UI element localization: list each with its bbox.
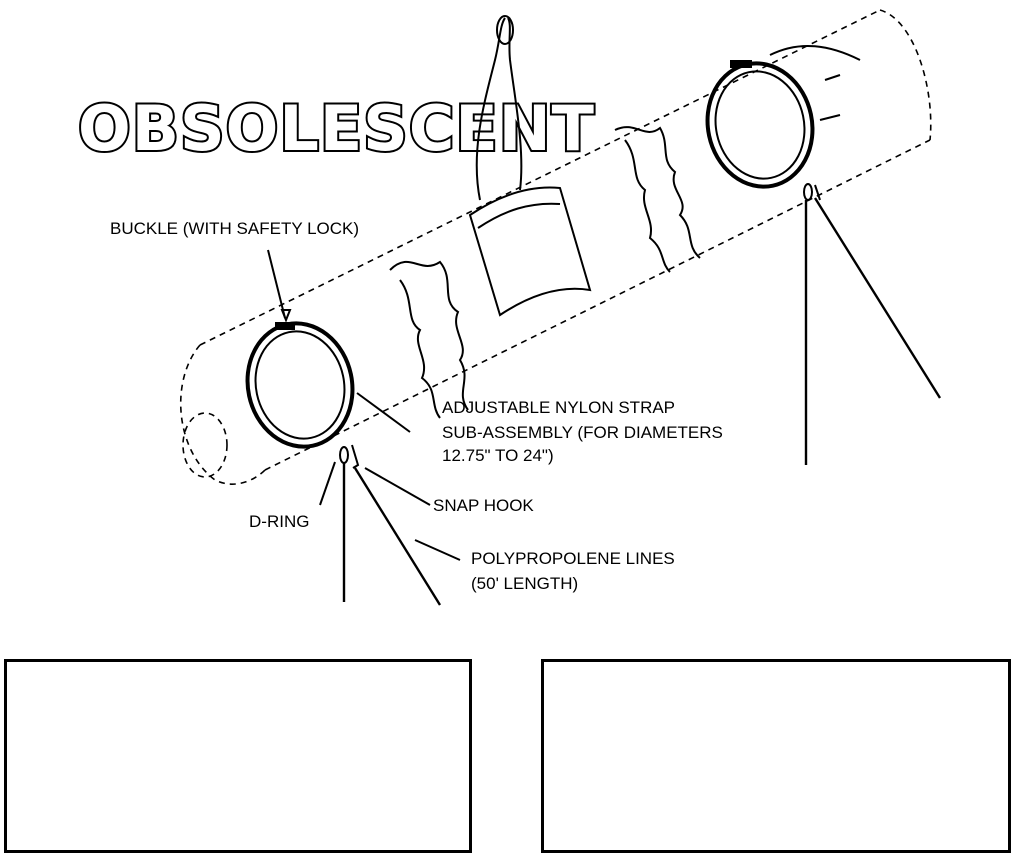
right-strap-ring [705, 44, 861, 189]
obsolescent-stamp: OBSOLESCENT [78, 92, 595, 165]
label-strap-line1: ADJUSTABLE NYLON STRAP [442, 398, 675, 417]
label-strap-line2: SUB-ASSEMBLY (FOR DIAMETERS [442, 423, 723, 442]
right-snap-hook [803, 183, 821, 201]
leader-lines [267, 249, 461, 561]
left-snap-hook [351, 444, 360, 469]
pipe-break-left [389, 260, 469, 419]
label-lines-line2: (50' LENGTH) [471, 574, 578, 593]
label-lines-line1: POLYPROPOLENE LINES [471, 549, 675, 568]
empty-frame-left [4, 659, 472, 853]
label-snap-hook: SNAP HOOK [433, 496, 534, 515]
label-d-ring: D-RING [249, 512, 309, 531]
polypropylene-lines [342, 197, 942, 606]
empty-frame-right [541, 659, 1011, 853]
label-strap-line3: 12.75" TO 24") [442, 446, 554, 465]
pipe-break-right [614, 126, 701, 273]
lifting-sling [468, 15, 592, 317]
label-buckle: BUCKLE (WITH SAFETY LOCK) [110, 219, 359, 238]
left-strap-ring [245, 321, 355, 449]
left-d-ring [339, 446, 349, 464]
